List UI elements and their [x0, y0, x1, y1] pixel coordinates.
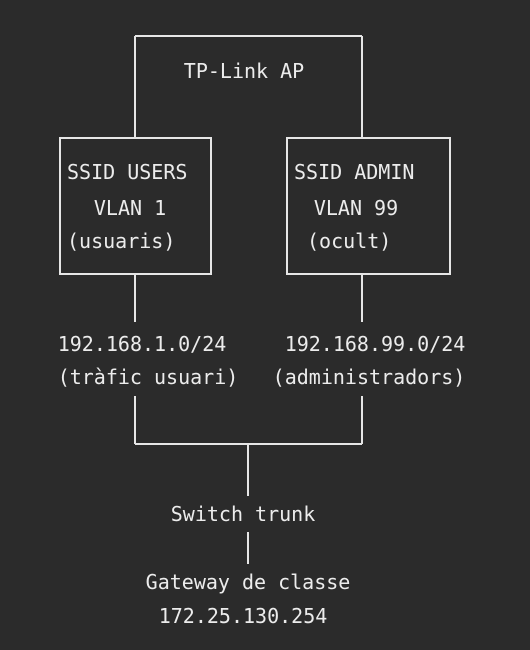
- ssid-admin-note: (ocult): [307, 229, 392, 253]
- ssid-admin-box: [286, 137, 451, 275]
- gateway-ip: 172.25.130.254: [158, 604, 328, 628]
- admin-subnet-note: (administradors): [272, 365, 466, 389]
- gateway-label: Gateway de classe: [145, 570, 351, 594]
- ssid-admin-vlan: VLAN 99: [313, 196, 399, 220]
- ssid-users-name: SSID USERS: [67, 160, 188, 184]
- admin-subnet: 192.168.99.0/24: [284, 332, 466, 356]
- users-subnet: 192.168.1.0/24: [57, 332, 227, 356]
- ssid-users-note: (usuaris): [67, 229, 176, 253]
- ssid-users-vlan: VLAN 1: [93, 196, 167, 220]
- ap-title: TP-Link AP: [183, 59, 305, 83]
- ssid-admin-name: SSID ADMIN: [294, 160, 415, 184]
- users-subnet-note: (tràfic usuari): [57, 365, 239, 389]
- switch-label: Switch trunk: [170, 502, 316, 526]
